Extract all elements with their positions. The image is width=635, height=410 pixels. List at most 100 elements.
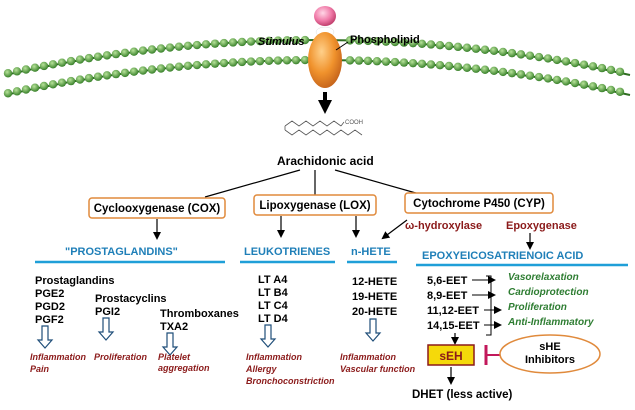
membrane-bead: [390, 57, 400, 67]
cyp-box: [404, 192, 554, 214]
membrane-bead: [561, 57, 571, 66]
membrane-bead: [579, 60, 589, 69]
1112-eet-label: 11,12-EET: [427, 305, 479, 317]
cardioprotection-label: Cardioprotection: [508, 287, 589, 298]
membrane-bead: [525, 71, 535, 80]
dhet-label: DHET (less active): [412, 389, 513, 401]
pg-effect-inflammation: Inflammation: [30, 352, 87, 362]
membrane-bead: [219, 38, 229, 48]
membrane-bead: [480, 45, 490, 54]
membrane-bead: [435, 61, 445, 70]
membrane-bead: [57, 58, 67, 67]
membrane-bead: [417, 39, 427, 48]
membrane-bead: [111, 49, 121, 59]
membrane-bead: [390, 37, 400, 47]
pgi2-label: PGI2: [95, 306, 120, 318]
membrane-bead: [444, 61, 454, 71]
membrane-bead: [507, 48, 517, 58]
membrane-bead: [129, 67, 139, 76]
membrane-bead: [552, 75, 562, 85]
omega-hydroxylase-label: ω-hydroxylase: [405, 220, 482, 232]
membrane-bead: [39, 61, 49, 71]
cox-box: [88, 197, 226, 219]
membrane-bead: [12, 87, 22, 96]
cell-membrane: [3, 35, 631, 98]
membrane-bead: [399, 38, 409, 47]
membrane-bead: [147, 65, 157, 74]
89-eet-label: 8,9-EET: [427, 290, 468, 302]
membrane-bead: [291, 55, 301, 65]
membrane-bead: [48, 60, 58, 69]
phospholipid-pointer: [335, 41, 349, 51]
membrane-bead: [570, 58, 580, 68]
membrane-bead: [138, 66, 148, 75]
stimulus-label: Stimulus: [258, 36, 304, 48]
membrane-bead: [570, 78, 580, 88]
cox-label: Cyclooxygenase (COX): [94, 203, 221, 215]
membrane-bead: [120, 48, 130, 58]
nhete-header: n-HETE: [351, 246, 391, 258]
membrane-bead: [543, 54, 553, 63]
membrane-bead: [291, 35, 301, 45]
membrane-bead: [435, 41, 445, 50]
membrane-bead: [264, 36, 274, 46]
membrane-bead: [381, 37, 391, 46]
membrane-bead: [12, 67, 22, 76]
membrane-bead: [354, 36, 364, 45]
membrane-bead: [498, 67, 508, 77]
membrane-bead: [102, 51, 112, 60]
membrane-bead: [57, 78, 67, 87]
membrane-bead: [30, 63, 40, 72]
19-hete-label: 19-HETE: [352, 291, 397, 303]
leukotrienes-header: LEUKOTRIENES: [244, 246, 330, 258]
membrane-bead: [615, 87, 625, 96]
membrane-bead: [606, 65, 616, 75]
seh-label: sEH: [439, 349, 462, 363]
membrane-bead: [264, 56, 274, 66]
membrane-bead: [21, 65, 31, 74]
membrane-bead: [273, 36, 283, 45]
membrane-bead: [30, 83, 40, 92]
membrane-bead: [237, 57, 247, 67]
membrane-bead: [111, 69, 121, 79]
arachidonic-acid-structure: [284, 120, 363, 136]
membrane-bead: [165, 43, 175, 52]
membrane-bead: [534, 52, 544, 62]
hollow-down-arrow: [259, 324, 277, 348]
membrane-bead: [75, 55, 85, 64]
membrane-bead: [606, 85, 616, 95]
phospholipid-molecule: [308, 6, 342, 88]
membrane-bead: [66, 76, 76, 86]
membrane-bead: [516, 70, 526, 79]
membrane-bead: [417, 59, 427, 68]
membrane-bead: [408, 38, 418, 48]
tx-effect-platelet: Platelet: [158, 352, 191, 362]
membrane-bead: [147, 45, 157, 54]
thromboxanes-title: Thromboxanes: [160, 308, 239, 320]
membrane-bead: [192, 40, 202, 50]
membrane-bead: [453, 42, 463, 52]
membrane-bead: [93, 72, 103, 81]
membrane-bead: [255, 36, 265, 46]
hollow-down-arrow: [36, 325, 54, 349]
cooh-label: COOH: [345, 120, 363, 126]
membrane-bead: [615, 67, 625, 76]
tx-effect-aggregation: aggregation: [158, 363, 210, 373]
membrane-bead: [84, 73, 94, 83]
membrane-bead: [588, 82, 598, 91]
membrane-bead: [516, 50, 526, 59]
membrane-bead: [174, 42, 184, 51]
1415-eet-label: 14,15-EET: [427, 320, 480, 332]
membrane-bead: [426, 40, 436, 49]
txa2-label: TXA2: [160, 321, 188, 333]
pge2-label: PGE2: [35, 288, 64, 300]
membrane-bead: [345, 56, 355, 65]
pc-effect-proliferation: Proliferation: [94, 352, 148, 362]
seh-inhibitors-line2: Inhibitors: [525, 354, 575, 366]
pgd2-label: PGD2: [35, 301, 65, 313]
membrane-bead: [228, 38, 238, 47]
membrane-bead: [93, 52, 103, 61]
membrane-bead: [228, 58, 238, 67]
phospholipid-body: [308, 32, 342, 88]
seh-inhibitors-line1: sHE: [539, 341, 560, 353]
